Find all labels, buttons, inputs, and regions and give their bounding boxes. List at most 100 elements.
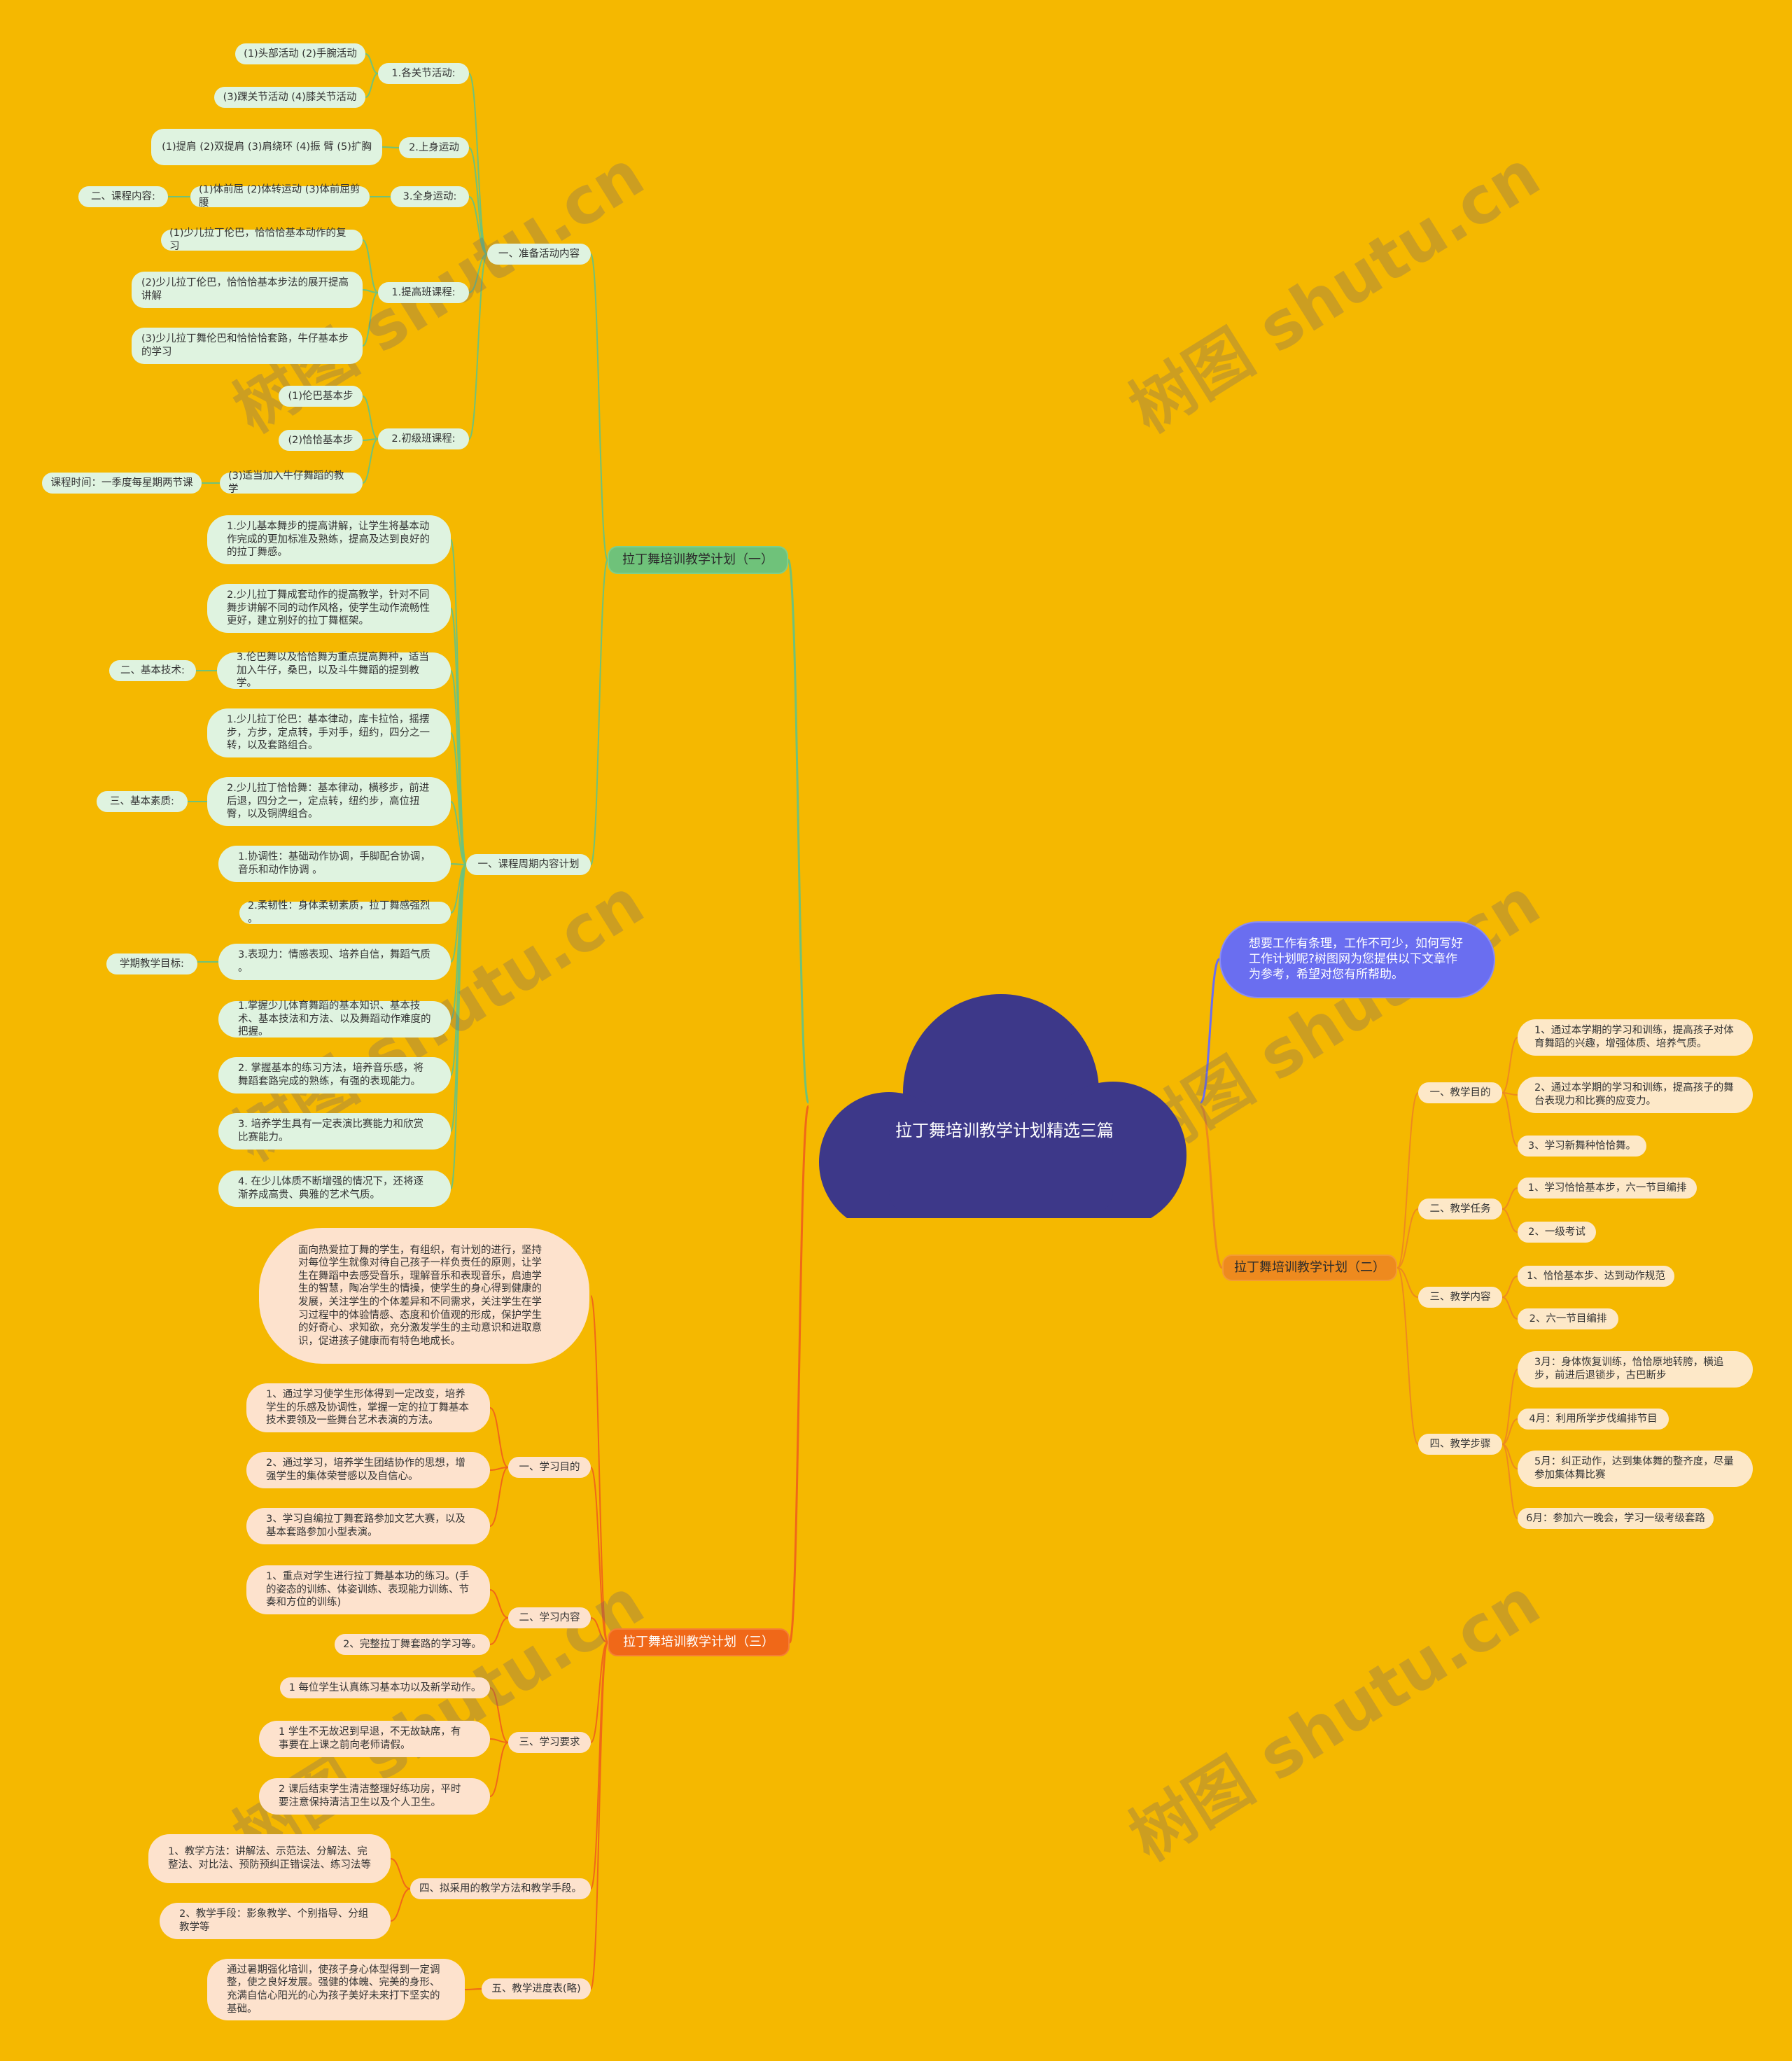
connector bbox=[590, 1642, 608, 1990]
connector bbox=[489, 1738, 509, 1743]
advanced-item-1[interactable]: (1)少儿拉丁伦巴，恰恰恰基本动作的复习 bbox=[161, 228, 363, 252]
primary-item-3[interactable]: (3)适当加入牛仔舞蹈的教学 bbox=[220, 470, 363, 495]
plan2-task[interactable]: 二、教学任务 bbox=[1418, 1199, 1502, 1220]
intro-bubble[interactable]: 想要工作有条理，工作不可少，如何写好工作计划呢?树图网为您提供以下文章作为参考，… bbox=[1219, 921, 1495, 998]
plan3-require[interactable]: 三、学习要求 bbox=[508, 1732, 591, 1753]
cycle-item-11[interactable]: 3. 培养学生具有一定表演比赛能力和欣赏比赛能力。 bbox=[218, 1113, 451, 1150]
connector bbox=[362, 239, 379, 293]
connector bbox=[1502, 1418, 1518, 1445]
advanced-item-2[interactable]: (2)少儿拉丁伦巴，恰恰恰基本步法的展开提高讲解 bbox=[132, 272, 363, 308]
course-content-label[interactable]: 二、课程内容: bbox=[78, 186, 168, 207]
plan3-schedule[interactable]: 五、教学进度表(略) bbox=[482, 1978, 591, 1999]
joint-item-1[interactable]: (1)头部活动 (2)手腕活动 bbox=[235, 43, 365, 64]
prep-primary[interactable]: 2.初级班课程: bbox=[378, 428, 469, 449]
connector bbox=[450, 732, 467, 865]
connector bbox=[1396, 1267, 1419, 1445]
connector bbox=[468, 147, 488, 255]
plan3-goal[interactable]: 一、学习目的 bbox=[508, 1457, 591, 1478]
cycle-item-2[interactable]: 2.少儿拉丁舞成套动作的提高教学，针对不同舞步讲解不同的动作风格，使学生动作流畅… bbox=[207, 584, 451, 633]
prep-advanced[interactable]: 1.提高班课程: bbox=[378, 282, 469, 303]
plan2-goal-item-2[interactable]: 2、通过本学期的学习和训练，提高孩子的舞台表现力和比赛的应变力。 bbox=[1518, 1077, 1753, 1113]
plan2-task-item-2[interactable]: 2、一级考试 bbox=[1518, 1222, 1596, 1243]
plan2-step-3[interactable]: 5月：纠正动作，达到集体舞的整齐度，尽量参加集体舞比赛 bbox=[1518, 1451, 1753, 1487]
branch-plan3[interactable]: 拉丁舞培训教学计划（三） bbox=[608, 1628, 790, 1656]
connector bbox=[788, 1105, 810, 1644]
connector bbox=[489, 1467, 509, 1471]
plan3-goal-item-3[interactable]: 3、学习自编拉丁舞套路参加文艺大赛，以及基本套路参加小型表演。 bbox=[246, 1508, 490, 1544]
connector bbox=[464, 1988, 482, 1990]
connector bbox=[362, 396, 379, 440]
advanced-item-3[interactable]: (3)少儿拉丁舞伦巴和恰恰恰套路，牛仔基本步的学习 bbox=[132, 328, 363, 364]
basic-quality-label[interactable]: 三、基本素质: bbox=[97, 791, 188, 812]
cycle-item-6[interactable]: 1.协调性：基础动作协调，手脚配合协调，音乐和动作协调 。 bbox=[218, 846, 451, 882]
joint-item-2[interactable]: (3)踝关节活动 (4)膝关节活动 bbox=[214, 87, 365, 108]
prep-joint[interactable]: 1.各关节活动: bbox=[378, 63, 469, 84]
connector bbox=[1396, 1092, 1419, 1269]
plan1-prep[interactable]: 一、准备活动内容 bbox=[487, 244, 591, 265]
connector bbox=[450, 864, 467, 1189]
plan2-goal-item-1[interactable]: 1、通过本学期的学习和训练，提高孩子对体育舞蹈的兴趣，增强体质、培养气质。 bbox=[1518, 1019, 1753, 1056]
course-time-label[interactable]: 课程时间：一季度每星期两节课 bbox=[42, 473, 202, 494]
connector bbox=[450, 539, 467, 865]
connector bbox=[1502, 1092, 1518, 1147]
plan3-content[interactable]: 二、学习内容 bbox=[508, 1607, 591, 1628]
plan2-content-item-1[interactable]: 1、恰恰基本步、达到动作规范 bbox=[1518, 1266, 1674, 1287]
plan2-step-1[interactable]: 3月：身体恢复训练，恰恰原地转胯，横追步，前进后退锁步，古巴断步 bbox=[1518, 1351, 1753, 1388]
plan3-method-item-1[interactable]: 1、教学方法：讲解法、示范法、分解法、完整法、对比法、预防预纠正错误法、练习法等 bbox=[148, 1834, 391, 1883]
connector bbox=[590, 1295, 608, 1643]
whole-item[interactable]: (1)体前屈 (2)体转运动 (3)体前屈剪腰 bbox=[190, 184, 370, 209]
cycle-item-12[interactable]: 4. 在少儿体质不断增强的情况下，还将逐渐养成高贵、典雅的艺术气质。 bbox=[218, 1171, 451, 1207]
connector bbox=[390, 1858, 411, 1889]
term-goal-label[interactable]: 学期教学目标: bbox=[106, 953, 197, 974]
plan2-steps[interactable]: 四、教学步骤 bbox=[1418, 1434, 1502, 1455]
plan3-require-item-3[interactable]: 2 课后结束学生清洁整理好练功房，平时要注意保持清洁卫生以及个人卫生。 bbox=[259, 1778, 490, 1815]
connector bbox=[590, 559, 608, 865]
upper-item[interactable]: (1)提肩 (2)双提肩 (3)肩绕环 (4)振 臂 (5)扩胸 bbox=[151, 129, 382, 165]
primary-item-2[interactable]: (2)恰恰基本步 bbox=[279, 430, 363, 451]
root-title[interactable]: 拉丁舞培训教学计划精选三篇 bbox=[895, 1120, 1114, 1140]
cycle-item-4[interactable]: 1.少儿拉丁伦巴：基本律动，库卡拉恰，摇摆步，方步，定点转，手对手，纽约，四分之… bbox=[207, 708, 451, 757]
connector bbox=[1199, 1105, 1224, 1269]
plan2-step-4[interactable]: 6月：参加六一晚会，学习一级考级套路 bbox=[1518, 1508, 1714, 1529]
plan3-require-item-2[interactable]: 1 学生不无故迟到早退，不无故缺席，有事要在上课之前向老师请假。 bbox=[259, 1721, 490, 1757]
connector bbox=[468, 253, 488, 293]
plan2-goal[interactable]: 一、教学目的 bbox=[1418, 1082, 1502, 1103]
plan3-method[interactable]: 四、拟采用的教学方法和教学手段。 bbox=[410, 1878, 591, 1899]
plan2-goal-item-3[interactable]: 3、学习新舞种恰恰舞。 bbox=[1518, 1136, 1646, 1157]
plan3-goal-item-2[interactable]: 2、通过学习，培养学生团结协作的思想，增强学生的集体荣誉感以及自信心。 bbox=[246, 1452, 490, 1488]
cycle-item-3[interactable]: 3.伦巴舞以及恰恰舞为重点提高舞种，适当加入牛仔，桑巴，以及斗牛舞蹈的提到教学。 bbox=[217, 652, 451, 689]
cycle-item-5[interactable]: 2.少儿拉丁恰恰舞：基本律动，横移步，前进后退，四分之一，定点转，纽约步，高位扭… bbox=[207, 777, 451, 826]
cycle-item-9[interactable]: 1.掌握少儿体育舞蹈的基本知识、基本技术、基本技法和方法、以及舞蹈动作难度的把握… bbox=[218, 1000, 451, 1038]
plan3-schedule-item[interactable]: 通过暑期强化培训，使孩子身心体型得到一定调整，使之良好发展。强健的体魄、完美的身… bbox=[207, 1959, 465, 2020]
plan2-content-item-2[interactable]: 2、六一节目编排 bbox=[1518, 1308, 1618, 1329]
primary-item-1[interactable]: (1)伦巴基本步 bbox=[279, 386, 363, 407]
cycle-item-8[interactable]: 3.表现力：情感表现、培养自信，舞蹈气质 。 bbox=[218, 944, 451, 980]
cycle-item-1[interactable]: 1.少儿基本舞步的提高讲解，让学生将基本动作完成的更加标准及熟练，提高及达到良好… bbox=[207, 515, 451, 564]
connector bbox=[489, 1617, 509, 1645]
plan2-task-item-1[interactable]: 1、学习恰恰基本步，六一节目编排 bbox=[1518, 1178, 1697, 1199]
connector bbox=[450, 801, 467, 865]
prep-upper[interactable]: 2.上身运动 bbox=[399, 137, 469, 158]
cycle-item-10[interactable]: 2. 掌握基本的练习方法，培养音乐感，将舞蹈套路完成的熟练，有强的表现能力。 bbox=[218, 1057, 451, 1094]
connector bbox=[489, 1589, 509, 1619]
plan3-intro[interactable]: 面向热爱拉丁舞的学生，有组织，有计划的进行，坚持对每位学生就像对待自己孩子一样负… bbox=[259, 1228, 589, 1364]
connector bbox=[1502, 1208, 1518, 1233]
plan3-goal-item-1[interactable]: 1、通过学习使学生形体得到一定改变，培养学生的乐感及协调性，掌握一定的拉丁舞基本… bbox=[246, 1383, 490, 1432]
plan3-require-item-1[interactable]: 1 每位学生认真练习基本功以及新学动作。 bbox=[280, 1677, 490, 1698]
plan1-cycle[interactable]: 一、课程周期内容计划 bbox=[466, 854, 591, 875]
connector bbox=[590, 253, 608, 561]
branch-plan1[interactable]: 拉丁舞培训教学计划（一） bbox=[608, 546, 788, 574]
connector bbox=[1502, 1444, 1518, 1519]
connector bbox=[489, 1742, 509, 1797]
plan2-step-2[interactable]: 4月：利用所学步伐编排节目 bbox=[1518, 1409, 1669, 1430]
plan2-content[interactable]: 三、教学内容 bbox=[1418, 1287, 1502, 1308]
basic-tech-label[interactable]: 二、基本技术: bbox=[109, 660, 196, 681]
branch-plan2[interactable]: 拉丁舞培训教学计划（二） bbox=[1222, 1255, 1397, 1281]
cycle-item-7[interactable]: 2.柔韧性：身体柔韧素质，拉丁舞感强烈 。 bbox=[239, 900, 451, 925]
connector bbox=[362, 289, 379, 293]
plan3-content-item-2[interactable]: 2、完整拉丁舞套路的学习等。 bbox=[335, 1634, 490, 1655]
root-cloud bbox=[819, 994, 1186, 1218]
plan3-content-item-1[interactable]: 1、重点对学生进行拉丁舞基本功的练习。(手的姿态的训练、体姿训练、表现能力训练、… bbox=[246, 1565, 490, 1614]
plan3-method-item-2[interactable]: 2、教学手段：影象教学、个别指导、分组教学等 bbox=[160, 1903, 391, 1939]
prep-whole[interactable]: 3.全身运动: bbox=[391, 186, 469, 207]
